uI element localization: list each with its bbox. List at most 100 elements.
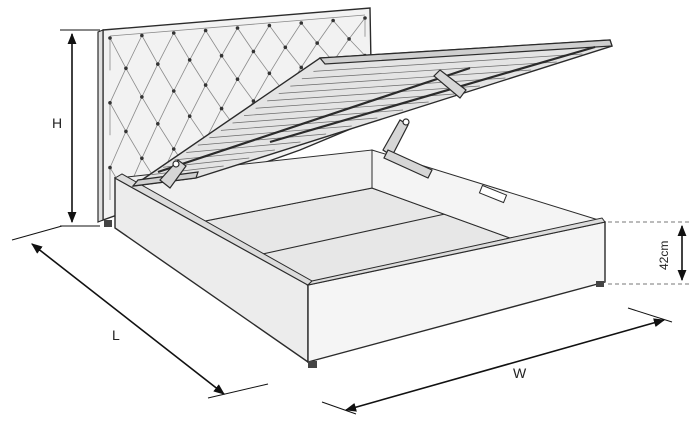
tufting-button: [108, 36, 112, 40]
tufting-button: [251, 99, 256, 103]
tufting-button: [299, 65, 304, 70]
clearance-label: 42cm: [657, 241, 671, 270]
tufting-button: [187, 114, 192, 118]
tufting-seam: [300, 42, 318, 68]
tufting-seam: [173, 32, 191, 61]
tufting-button: [219, 106, 224, 111]
platform-slat: [313, 53, 583, 72]
tufting-button: [315, 41, 319, 45]
headboard-inner-border: [109, 14, 366, 37]
tufting-seam: [173, 90, 191, 117]
tufting-button: [219, 53, 224, 58]
tufting-seam: [109, 102, 127, 132]
height-label: H: [52, 115, 62, 131]
tufting-seam: [125, 35, 143, 69]
tufting-button: [235, 77, 240, 81]
storage-floor-divider: [257, 213, 446, 256]
storage-handle: [478, 184, 508, 204]
tufting-seam: [173, 59, 191, 92]
platform-slat: [301, 61, 557, 80]
tufting-button: [267, 71, 272, 76]
tufting-button: [171, 89, 176, 93]
tufting-seam: [300, 22, 318, 44]
tufting-seam: [253, 73, 270, 102]
tufting-seam: [253, 25, 270, 52]
tufting-seam: [157, 63, 175, 92]
platform-slat: [151, 165, 224, 175]
bed-leg: [308, 361, 317, 368]
tufting-button: [108, 101, 112, 105]
tufting-seam: [237, 27, 254, 52]
tufting-seam: [253, 51, 270, 74]
tufting-seam: [157, 90, 175, 124]
tufting-seam: [173, 116, 191, 150]
tufting-seam: [284, 22, 302, 48]
tufting-button: [108, 165, 112, 170]
tufting-seam: [205, 84, 222, 109]
tufting-seam: [109, 68, 127, 103]
storage-base: [104, 149, 606, 368]
length-dimension-line: [31, 243, 225, 395]
platform-slat: [197, 133, 327, 146]
platform-slat: [186, 141, 301, 153]
headboard-side: [97, 29, 104, 223]
tufting-button: [187, 58, 192, 62]
tufting-button: [156, 62, 160, 66]
tufting-seam: [125, 131, 143, 159]
platform-cross-bar: [157, 66, 471, 174]
tufting-button: [124, 66, 128, 71]
platform-cross-bar: [269, 45, 596, 144]
tufting-seam: [141, 96, 159, 125]
clearance-dimension: 42cm: [608, 221, 690, 285]
tufting-button: [203, 83, 208, 87]
tufting-seam: [157, 123, 175, 150]
tufting-seam: [221, 27, 238, 56]
tufting-button: [156, 122, 160, 126]
tufting-seam: [189, 84, 206, 117]
tufting-seam: [348, 17, 366, 40]
tufting-seam: [348, 38, 366, 56]
tufting-seam: [189, 30, 206, 61]
tufting-seam: [221, 79, 238, 109]
tufting-button: [203, 28, 208, 33]
platform-frame-top: [318, 39, 613, 65]
platform-slat: [174, 149, 275, 161]
tufting-seam: [141, 35, 159, 65]
tufting-seam: [269, 25, 286, 48]
height-dimension: H: [52, 29, 100, 227]
lifted-platform: [131, 39, 613, 189]
tufting-button: [140, 95, 144, 99]
tufting-button: [140, 156, 144, 161]
tufting-button: [124, 129, 128, 134]
tufting-button: [140, 33, 144, 38]
bed-leg: [596, 281, 604, 287]
tufting-seam: [332, 20, 350, 40]
tufting-seam: [109, 131, 127, 168]
tufting-seam: [316, 20, 334, 44]
lift-mechanism: [159, 69, 467, 189]
platform-slat: [278, 77, 506, 94]
tufting-button: [331, 18, 335, 23]
tufting-button: [347, 37, 351, 41]
tufting-seam: [205, 30, 222, 56]
tufting-seam: [189, 59, 206, 86]
tufting-seam: [141, 63, 159, 98]
length-label: L: [112, 327, 120, 343]
tufting-button: [235, 26, 240, 30]
tufting-button: [267, 23, 272, 28]
tufting-seam: [269, 47, 286, 74]
tufting-seam: [141, 123, 159, 159]
bed-leg: [104, 220, 112, 227]
tufting-button: [363, 16, 367, 20]
tufting-seam: [125, 96, 143, 132]
tufting-seam: [237, 51, 254, 80]
platform-slat: [255, 93, 455, 109]
width-dimension-line: [344, 318, 666, 412]
tufting-seam: [125, 68, 143, 98]
tufting-seam: [157, 32, 175, 65]
platform-slat: [267, 85, 480, 102]
width-label: W: [513, 365, 527, 381]
tufting-seam: [189, 115, 206, 140]
